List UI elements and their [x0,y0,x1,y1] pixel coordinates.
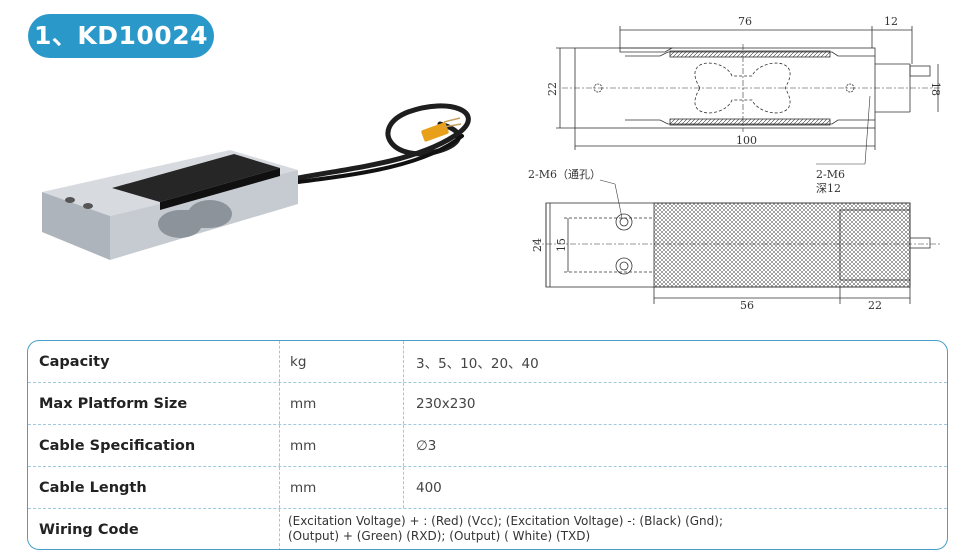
param-label: Max Platform Size [28,383,280,424]
technical-drawing: 76 12 22 18 100 2-M6 深12 2-M6（通孔） 24 15 … [528,15,942,312]
dim-22-bottom: 22 [868,299,882,312]
product-title-badge: 1、KD10024 [28,14,214,58]
dim-12: 12 [884,15,898,28]
side-view [534,179,940,304]
thread-depth-note: 深12 [816,182,841,195]
spec-row-cable-spec: Cable Specification mm ∅3 [28,425,947,467]
spec-row-platform: Max Platform Size mm 230x230 [28,383,947,425]
spec-table: Capacity kg 3、5、10、20、40 Max Platform Si… [27,340,948,550]
spec-row-wiring: Wiring Code (Excitation Voltage) + : (Re… [28,509,947,549]
load-cell-photo [42,103,471,260]
wiring-line-2: (Output) + (Green) (RXD); (Output) ( Whi… [288,529,591,543]
dim-22-left: 22 [546,82,559,96]
spec-row-cable-length: Cable Length mm 400 [28,467,947,509]
param-label: Cable Specification [28,425,280,466]
unit-label: kg [280,341,404,382]
spec-row-capacity: Capacity kg 3、5、10、20、40 [28,341,947,383]
param-label: Cable Length [28,467,280,508]
param-value: 3、5、10、20、40 [416,355,539,372]
param-value: 230x230 [416,395,476,412]
unit-label: mm [280,425,404,466]
unit-label: mm [280,467,404,508]
top-view [556,26,940,165]
thread-note-top: 2-M6 [816,168,845,181]
dim-15: 15 [555,238,568,252]
wiring-code-value: (Excitation Voltage) + : (Red) (Vcc); (E… [280,509,947,549]
param-value: ∅3 [416,437,437,454]
dim-56: 56 [740,299,754,312]
param-value: 400 [416,479,442,496]
cell-body-end [42,192,110,260]
dim-24: 24 [531,238,544,252]
cable-connector [421,122,449,142]
dim-100: 100 [736,134,757,147]
unit-label: mm [280,383,404,424]
param-label: Capacity [28,341,280,382]
param-label: Wiring Code [28,509,280,549]
mount-hole [65,197,75,203]
dim-76: 76 [738,15,752,28]
wiring-line-1: (Excitation Voltage) + : (Red) (Vcc); (E… [288,514,723,528]
cell-black-pad [112,154,280,202]
thread-note-side: 2-M6（通孔） [528,168,601,181]
dim-18: 18 [929,82,942,96]
